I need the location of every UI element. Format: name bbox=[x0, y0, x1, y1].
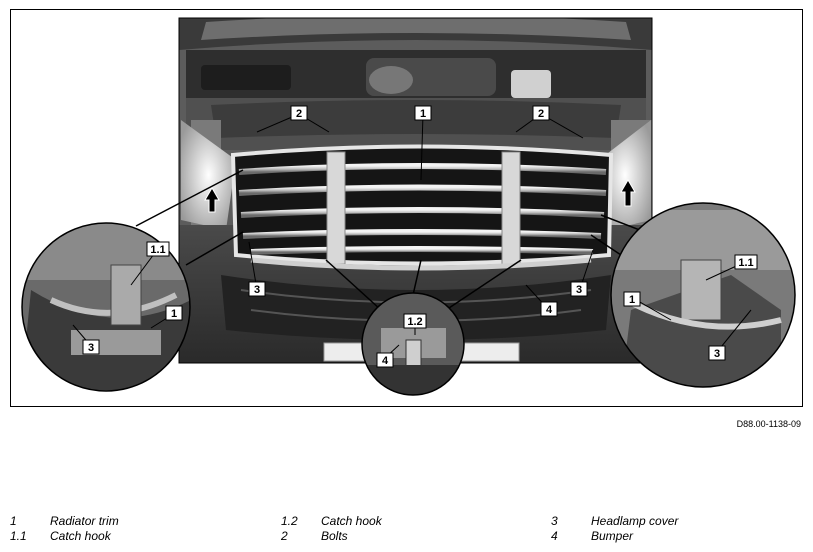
legend-text: Catch hook bbox=[321, 514, 382, 528]
callout-label: 2 bbox=[290, 105, 308, 121]
svg-text:1.2: 1.2 bbox=[407, 316, 422, 328]
callout-label: 1.1 bbox=[146, 241, 170, 257]
callout-label: 1.2 bbox=[403, 313, 427, 329]
svg-text:1: 1 bbox=[420, 108, 426, 120]
figure-frame: 2 1 2 1.1 3 1 3 4 1.2 4 3 1.1 1 3 bbox=[10, 9, 803, 407]
svg-text:4: 4 bbox=[546, 304, 553, 316]
svg-text:1: 1 bbox=[629, 294, 635, 306]
callout-label: 1 bbox=[165, 305, 183, 321]
svg-text:3: 3 bbox=[88, 342, 94, 354]
vehicle-front-illustration: 2 1 2 1.1 3 1 3 4 1.2 4 3 1.1 1 3 bbox=[21, 17, 796, 396]
callout-label: 3 bbox=[708, 345, 726, 361]
legend-text: Radiator trim bbox=[50, 514, 119, 528]
legend-number: 2 bbox=[281, 529, 288, 543]
callout-label: 2 bbox=[532, 105, 550, 121]
callout-label: 1.1 bbox=[734, 254, 758, 270]
legend-text: Bolts bbox=[321, 529, 348, 543]
callout-labels: 2 1 2 1.1 3 1 3 4 1.2 4 3 1.1 1 3 bbox=[82, 105, 758, 368]
svg-text:1: 1 bbox=[171, 308, 177, 320]
svg-text:1.1: 1.1 bbox=[150, 244, 165, 256]
svg-text:3: 3 bbox=[714, 348, 720, 360]
legend-number: 1.1 bbox=[10, 529, 27, 543]
callout-label: 1 bbox=[414, 105, 432, 121]
svg-text:3: 3 bbox=[254, 284, 260, 296]
legend-text: Catch hook bbox=[50, 529, 111, 543]
svg-text:4: 4 bbox=[382, 355, 389, 367]
callout-label: 4 bbox=[376, 352, 394, 368]
legend-number: 3 bbox=[551, 514, 558, 528]
callout-label: 3 bbox=[82, 339, 100, 355]
svg-text:2: 2 bbox=[538, 108, 544, 120]
legend-number: 1.2 bbox=[281, 514, 298, 528]
legend-text: Bumper bbox=[591, 529, 634, 543]
inset-right bbox=[610, 202, 796, 388]
callout-label: 4 bbox=[540, 301, 558, 317]
svg-text:3: 3 bbox=[576, 284, 582, 296]
callout-label: 1 bbox=[623, 291, 641, 307]
legend-number: 1 bbox=[10, 514, 17, 528]
figure-code: D88.00-1138-09 bbox=[736, 419, 801, 429]
svg-text:2: 2 bbox=[296, 108, 302, 120]
legend-number: 4 bbox=[551, 529, 558, 543]
callout-label: 3 bbox=[248, 281, 266, 297]
legend-text: Headlamp cover bbox=[591, 514, 679, 528]
callout-label: 3 bbox=[570, 281, 588, 297]
main-photo bbox=[179, 18, 652, 363]
inset-middle bbox=[361, 292, 465, 396]
svg-text:1.1: 1.1 bbox=[738, 257, 753, 269]
